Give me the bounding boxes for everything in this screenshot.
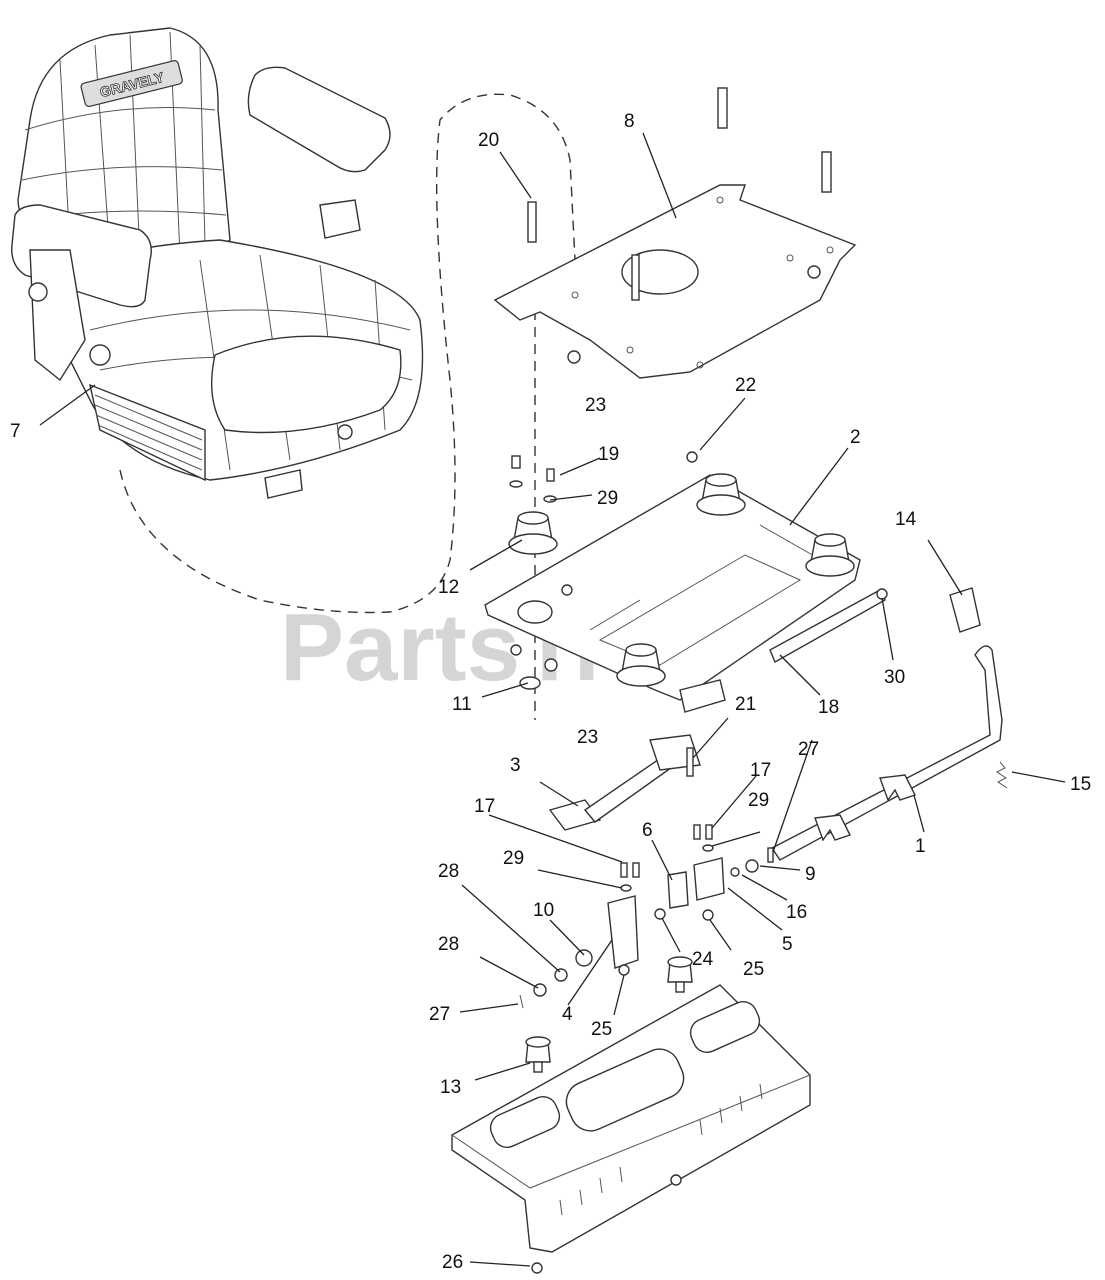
callout-28b: 28	[438, 934, 459, 955]
callout-25a: 25	[743, 959, 764, 980]
frame-channel	[451, 984, 811, 1274]
callout-10: 10	[533, 900, 554, 921]
callout-27b: 27	[429, 1004, 450, 1025]
callout-7: 7	[10, 421, 21, 442]
latch-assembly	[519, 587, 1008, 1073]
callout-26: 26	[442, 1252, 463, 1273]
callout-15: 15	[1070, 774, 1091, 795]
callout-1: 1	[915, 836, 926, 857]
callout-19: 19	[598, 444, 619, 465]
callout-14: 14	[895, 509, 917, 530]
callout-28a: 28	[438, 861, 459, 882]
callout-24: 24	[692, 949, 714, 970]
callout-16: 16	[786, 902, 807, 923]
callout-9: 9	[805, 864, 816, 885]
callout-5: 5	[782, 934, 793, 955]
callout-17b: 17	[474, 796, 495, 817]
callout-22: 22	[735, 375, 756, 396]
callout-25b: 25	[591, 1019, 612, 1040]
dashed-outline	[119, 93, 576, 614]
callout-29a: 29	[597, 488, 618, 509]
callout-2: 2	[850, 427, 861, 448]
callout-17a: 17	[750, 760, 771, 781]
seat-assembly: GRAVELY	[11, 27, 424, 499]
callout-11: 11	[452, 694, 472, 715]
callout-23b: 23	[577, 727, 598, 748]
callout-3: 3	[510, 755, 521, 776]
callout-13: 13	[440, 1077, 461, 1098]
callout-29c: 29	[503, 848, 524, 869]
callout-20: 20	[478, 130, 499, 151]
callout-27a: 27	[798, 739, 819, 760]
callout-21: 21	[735, 694, 756, 715]
callout-12: 12	[438, 577, 459, 598]
suspension-base-plate	[484, 451, 888, 713]
callout-6: 6	[642, 820, 653, 841]
callout-8: 8	[624, 111, 635, 132]
callout-29b: 29	[748, 790, 769, 811]
callout-30: 30	[884, 667, 905, 688]
seat-mount-plate	[493, 87, 857, 379]
leader-lines	[39, 132, 1066, 1267]
callout-4: 4	[562, 1004, 573, 1025]
callout-23a: 23	[585, 395, 606, 416]
callouts: 1 2 3 4 5 6 7 8 9 10 11 12 13 14 15 16 1…	[10, 111, 1091, 1273]
callout-18: 18	[818, 697, 839, 718]
